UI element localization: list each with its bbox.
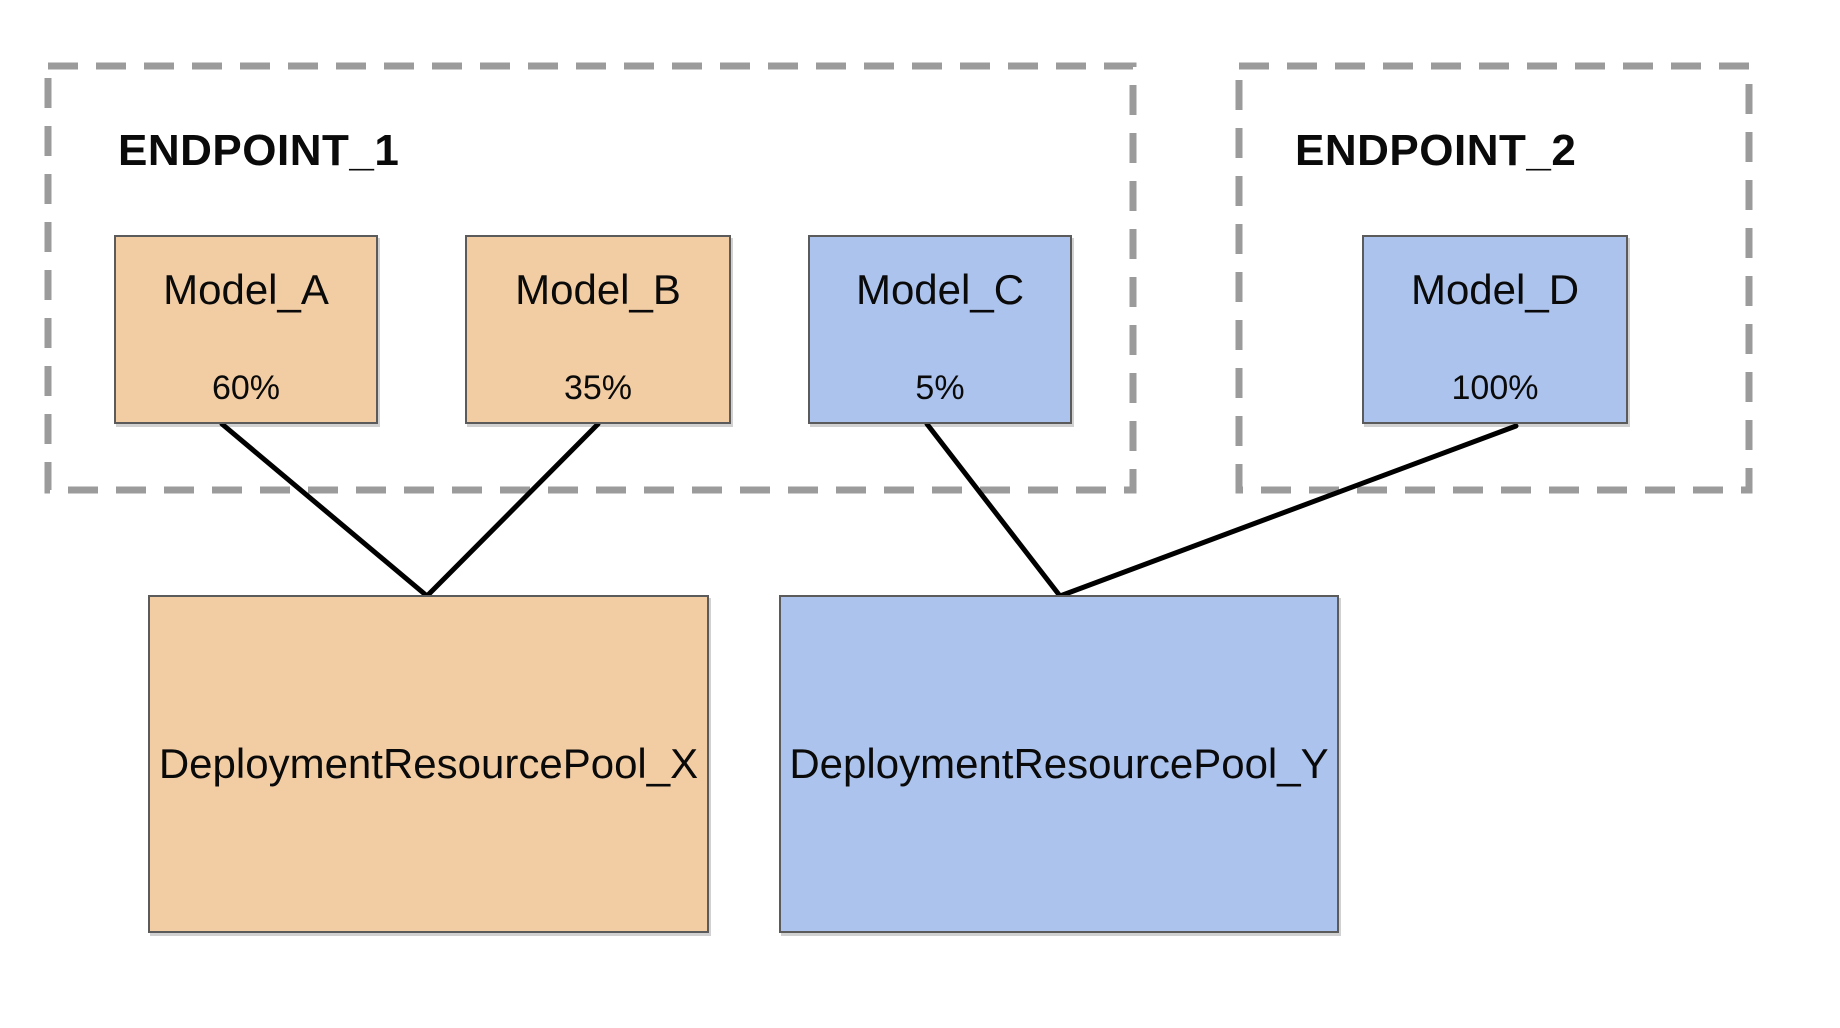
- model-a-node: Model_A 60%: [114, 235, 378, 424]
- model-b-traffic: 35%: [563, 369, 633, 407]
- model-d-traffic: 100%: [1451, 369, 1539, 407]
- pool-x-label: DeploymentResourcePool_X: [158, 740, 699, 787]
- edge-model-d-to-pool-y: [1057, 423, 1519, 599]
- endpoint-1-label: ENDPOINT_1: [118, 126, 400, 175]
- model-a-traffic: 60%: [211, 369, 281, 407]
- model-b-node: Model_B 35%: [465, 235, 731, 424]
- pool-y-node: DeploymentResourcePool_Y: [779, 595, 1339, 933]
- model-b-label: Model_B: [515, 266, 681, 313]
- edge-model-c-to-pool-y: [924, 421, 1063, 599]
- model-a-label: Model_A: [163, 266, 329, 313]
- pool-x-node: DeploymentResourcePool_X: [148, 595, 709, 933]
- model-c-traffic: 5%: [915, 369, 965, 407]
- pool-y-label: DeploymentResourcePool_Y: [789, 740, 1329, 787]
- edge-model-a-to-pool-x: [219, 421, 430, 599]
- edge-model-b-to-pool-x: [424, 421, 601, 599]
- model-d-node: Model_D 100%: [1362, 235, 1628, 424]
- endpoint-2-label: ENDPOINT_2: [1295, 126, 1577, 175]
- model-c-label: Model_C: [855, 266, 1025, 313]
- model-d-label: Model_D: [1410, 266, 1580, 313]
- model-c-node: Model_C 5%: [808, 235, 1072, 424]
